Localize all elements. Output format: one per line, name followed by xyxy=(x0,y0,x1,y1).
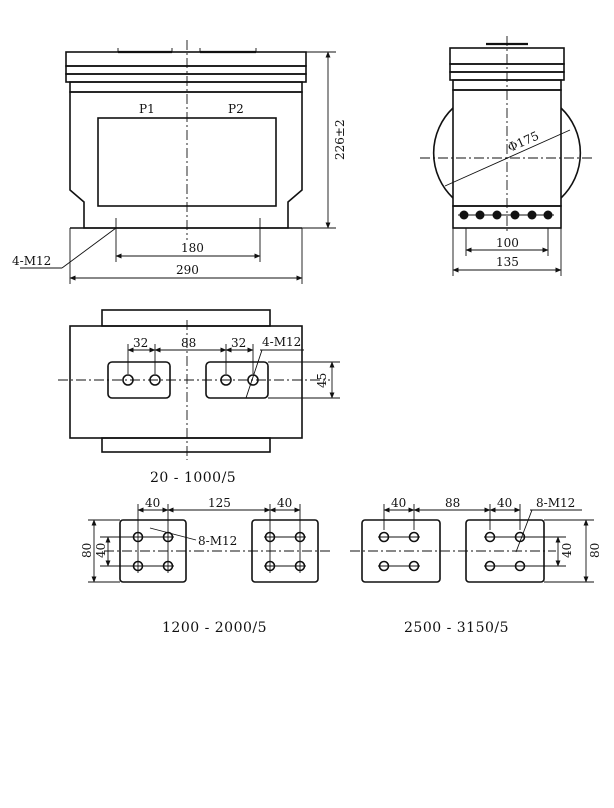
plan-caption: 20 - 1000/5 xyxy=(150,470,236,486)
left-terminal-pad xyxy=(107,361,171,399)
plan-pad-height-text: 45 xyxy=(315,373,329,388)
bolt-hole xyxy=(149,374,161,386)
front-bolt-callout: 4-M12 xyxy=(12,227,117,269)
height-dimension: 226±2 xyxy=(292,51,347,229)
v2500-pad-width-right-text: 40 xyxy=(497,496,512,510)
terminal-p2-label: P2 xyxy=(228,102,244,116)
plan-bolt-callout: 4-M12 xyxy=(245,335,304,399)
secondary-terminals xyxy=(458,210,554,220)
base-outer-dimension: 135 xyxy=(452,228,562,276)
overall-width-dim-text: 290 xyxy=(176,263,199,277)
v2500-bolt-callout: 8-M12 xyxy=(515,496,582,553)
bolt-hole xyxy=(220,374,232,386)
v1200-caption: 1200 - 2000/5 xyxy=(162,620,267,636)
height-dim-text: 226±2 xyxy=(333,119,347,160)
base-outer-dim-text: 135 xyxy=(496,255,519,269)
v2500-caption: 2500 - 3150/5 xyxy=(404,620,509,636)
plan-body-outline xyxy=(69,309,303,453)
plan-bolt-callout-text: 4-M12 xyxy=(262,335,301,349)
v1200-pad-width-left-text: 40 xyxy=(145,496,160,510)
side-view: Φ175 100 135 xyxy=(420,36,592,276)
plan-pad-dimensions: 32 88 32 xyxy=(127,336,254,374)
bolt-hole xyxy=(247,374,259,386)
variant-1200-view: 40 125 40 8-M12 80 40 1200 - 2000/5 xyxy=(80,496,330,636)
terminal-p1-label: P1 xyxy=(139,102,155,116)
front-body-outline xyxy=(65,48,307,229)
variant-2500-view: 40 88 40 8-M12 40 80 2500 - 3150/5 xyxy=(350,496,602,636)
overall-width-dimension: 290 xyxy=(69,228,303,284)
v1200-height-dimensions: 80 40 xyxy=(80,519,132,583)
v1200-bolt-callout-text: 8-M12 xyxy=(198,534,237,548)
v2500-bolt-callout-text: 8-M12 xyxy=(536,496,575,510)
plan-pad-height-dimension: 45 xyxy=(268,361,340,399)
plan-pad-width-right-text: 32 xyxy=(231,336,246,350)
v2500-pad-spacing-text: 88 xyxy=(445,496,460,510)
bolt-hole xyxy=(122,374,134,386)
front-bolt-callout-text: 4-M12 xyxy=(12,254,51,268)
inner-width-dim-text: 180 xyxy=(181,241,204,255)
v1200-top-dimensions: 40 125 40 xyxy=(137,496,301,530)
inner-width-dimension: 180 xyxy=(115,218,261,262)
base-inner-dim-text: 100 xyxy=(496,236,519,250)
front-view: P1 P2 226±2 4-M12 180 290 xyxy=(12,40,347,284)
plan-view: 32 88 32 4-M12 45 20 - 1000/5 xyxy=(58,309,340,486)
v2500-height-inner-text: 40 xyxy=(560,543,574,558)
v2500-height-dimensions: 40 80 xyxy=(526,519,602,583)
v1200-pad-width-right-text: 40 xyxy=(277,496,292,510)
v2500-height-outer-text: 80 xyxy=(588,543,602,558)
right-terminal-pad xyxy=(205,361,269,399)
v1200-height-inner-text: 40 xyxy=(94,543,108,558)
v1200-bolt-callout: 8-M12 xyxy=(149,527,237,548)
v2500-pad-width-left-text: 40 xyxy=(391,496,406,510)
v2500-top-dimensions: 40 88 40 xyxy=(383,496,521,530)
v1200-height-outer-text: 80 xyxy=(80,543,94,558)
base-inner-dimension: 100 xyxy=(465,228,549,256)
plan-pad-spacing-text: 88 xyxy=(181,336,196,350)
v1200-pad-spacing-text: 125 xyxy=(208,496,231,510)
plan-pad-width-left-text: 32 xyxy=(133,336,148,350)
